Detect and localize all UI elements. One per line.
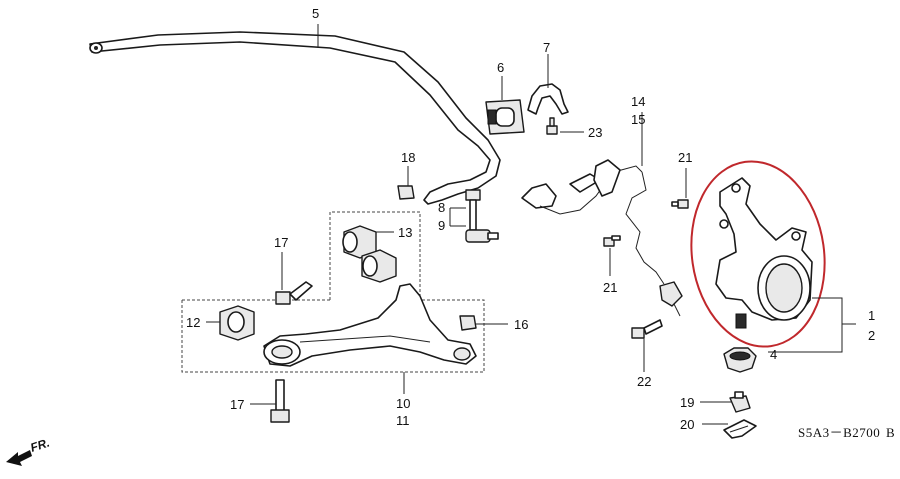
callout-18: 18 [401,150,415,165]
callout-17-lower: 17 [230,397,244,412]
callout-15: 15 [631,112,645,127]
bolt-22 [631,319,663,339]
stabilizer-bushing [485,99,525,135]
diagram-code-text: S5A3－B2700 [798,425,880,440]
callout-7: 7 [543,40,550,55]
callout-22: 22 [637,374,651,389]
callout-17-upper: 17 [274,235,288,250]
lower-arm-group-box [181,299,485,373]
callout-1: 1 [868,308,875,323]
front-arrow-icon [6,450,32,466]
bolt-17-lower [270,379,290,423]
front-direction-marker: FR. [6,436,51,466]
lower-control-arm [263,283,477,367]
arm-bushing-13 [342,225,397,283]
callout-labels: 5 6 7 23 14 15 18 21 8 9 13 17 21 12 16 … [186,6,875,432]
arm-bushing-12 [219,305,255,341]
callout-21-lower: 21 [603,280,617,295]
stabilizer-bar [89,31,501,205]
callout-9: 9 [438,218,445,233]
bushing-group-box [329,211,421,300]
callout-14: 14 [631,94,645,109]
callout-16: 16 [514,317,528,332]
callout-21-upper: 21 [678,150,692,165]
callout-8: 8 [438,200,445,215]
ball-joint-boot [723,347,757,373]
knuckle-highlight-ring [690,160,826,348]
snap-ring [723,419,757,439]
leader-lines [206,24,856,425]
bolt-23 [546,117,558,135]
steering-knuckle [715,177,813,329]
bolt-21-lower [603,235,621,247]
callout-10: 10 [396,396,410,411]
callout-2: 2 [868,328,875,343]
diagram-code: S5A3－B2700 B [798,425,895,440]
callout-4: 4 [770,347,777,362]
callout-6: 6 [497,60,504,75]
diagram-code-suffix: B [886,425,895,440]
ball-joint [729,391,751,413]
callout-23: 23 [588,125,602,140]
callout-12: 12 [186,315,200,330]
nut-16 [459,315,477,331]
callout-20: 20 [680,417,694,432]
bolt-21-upper [671,199,689,209]
nut-18 [397,185,415,200]
callout-19: 19 [680,395,694,410]
stabilizer-bracket [527,83,569,115]
front-label: FR. [29,436,52,455]
callout-13: 13 [398,225,412,240]
callout-5: 5 [312,6,319,21]
wheel-speed-sensor [521,159,683,317]
bolt-17-upper [275,281,313,305]
callout-11: 11 [396,413,410,428]
stabilizer-link [465,189,499,243]
